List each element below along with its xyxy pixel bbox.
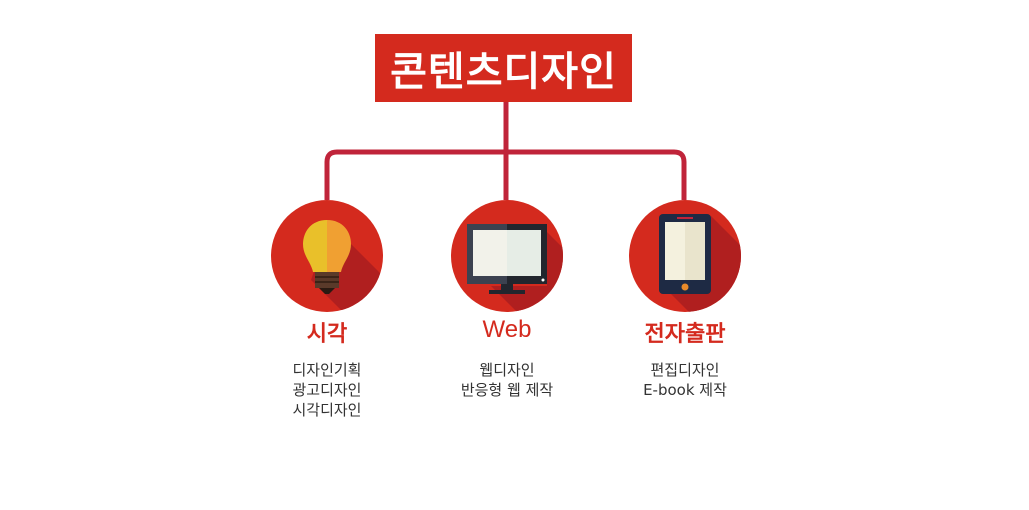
- visual-item: 디자인기획: [292, 361, 362, 379]
- connector-bar: [324, 149, 687, 200]
- lightbulb-icon: [303, 220, 383, 312]
- visual-label: 시각: [306, 322, 348, 347]
- web-circle: [451, 200, 563, 312]
- visual-item: 시각디자인: [292, 401, 362, 419]
- epub-desc: 편집디자인 E-book 제작: [595, 360, 775, 400]
- web-item: 반응형 웹 제작: [460, 381, 554, 399]
- web-label: Web: [482, 316, 532, 343]
- epub-circle: [629, 200, 741, 312]
- visual-desc: 디자인기획 광고디자인 시각디자인: [237, 360, 417, 420]
- visual-circle: [271, 200, 383, 312]
- epub-label: 전자출판: [644, 322, 726, 347]
- web-item: 웹디자인: [479, 361, 535, 379]
- epub-item: E-book 제작: [643, 381, 727, 399]
- visual-item: 광고디자인: [292, 381, 362, 399]
- epub-item: 편집디자인: [650, 361, 720, 379]
- monitor-icon: [467, 224, 563, 312]
- tablet-icon: [659, 214, 741, 312]
- diagram-title: 콘텐츠디자인: [390, 49, 617, 95]
- title-banner: 콘텐츠디자인: [375, 34, 632, 102]
- web-desc: 웹디자인 반응형 웹 제작: [417, 360, 597, 400]
